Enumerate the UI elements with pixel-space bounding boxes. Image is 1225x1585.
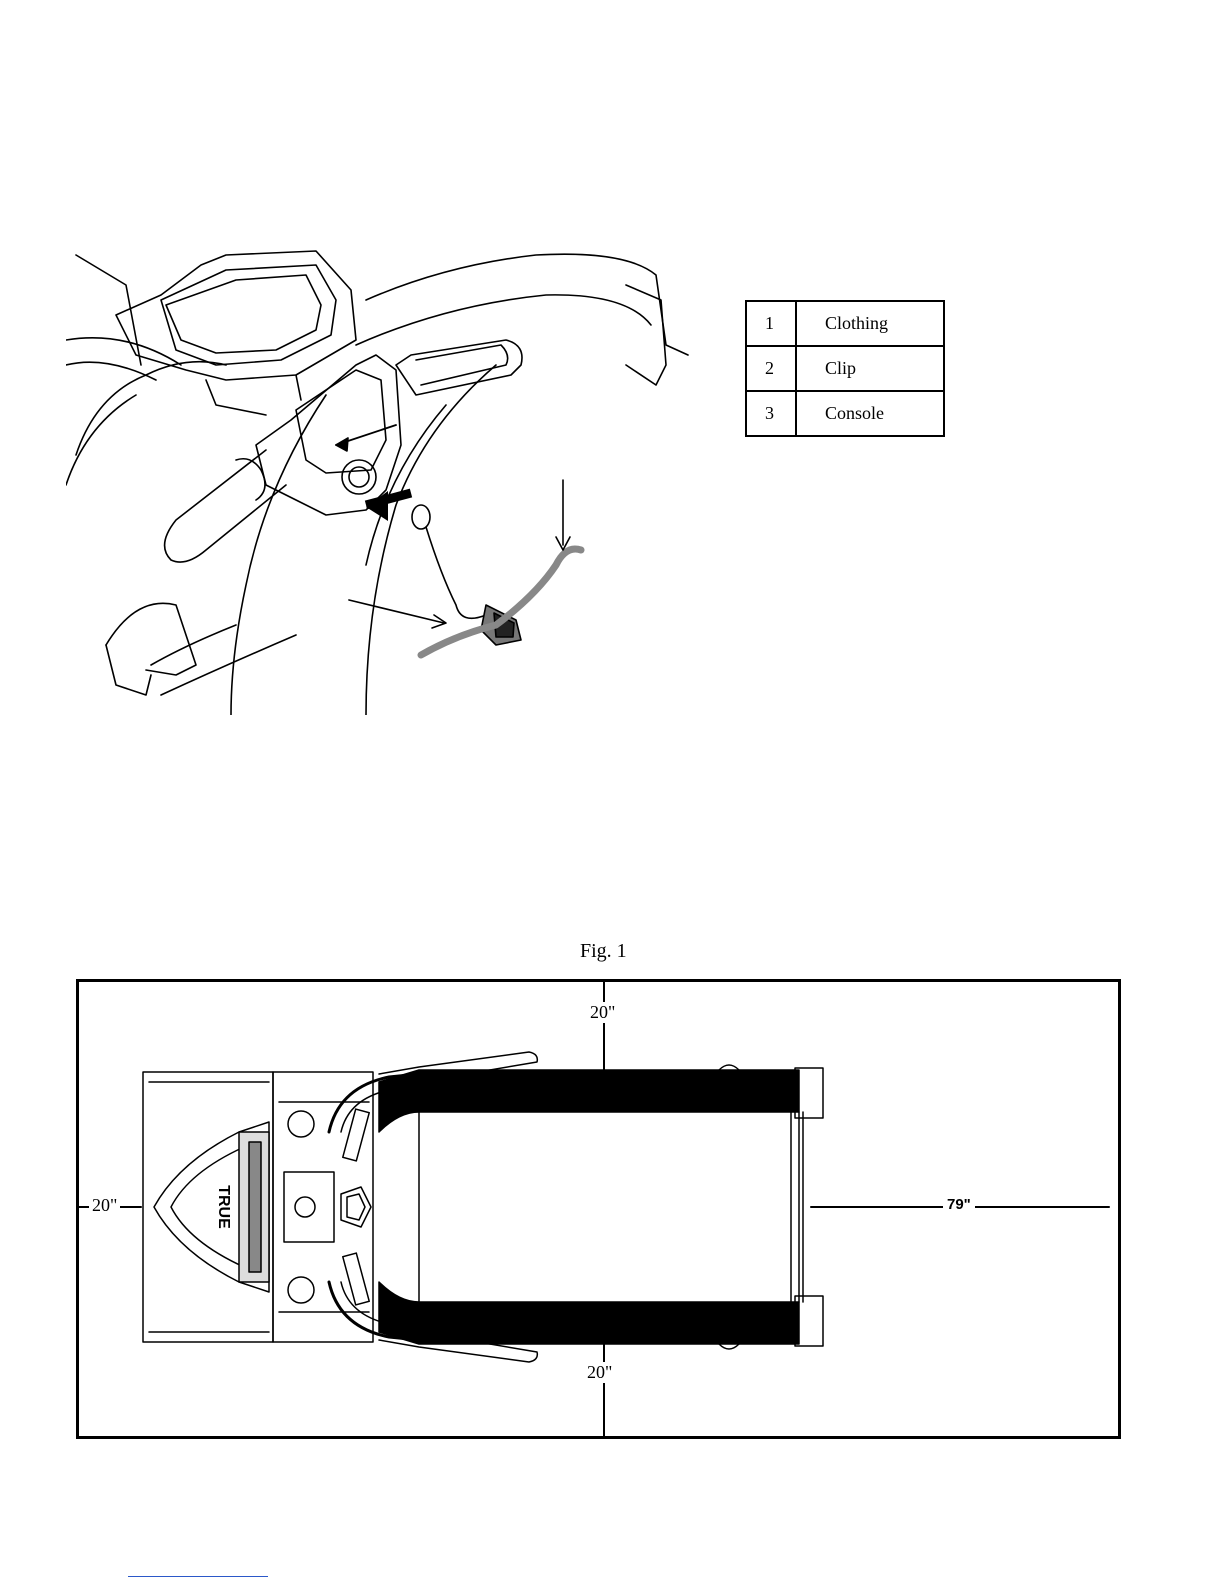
legend-row: 1 Clothing: [746, 301, 944, 346]
legend-number: 1: [746, 301, 796, 346]
dimension-bottom: 20": [584, 1362, 615, 1383]
legend-label: Console: [796, 391, 944, 436]
dimension-left: 20": [89, 1195, 120, 1216]
dimension-top: 20": [587, 1002, 618, 1023]
figure-caption: Fig. 1: [580, 940, 627, 963]
safety-clip-illustration: [66, 245, 698, 715]
legend-number: 3: [746, 391, 796, 436]
legend-label: Clothing: [796, 301, 944, 346]
legend-table: 1 Clothing 2 Clip 3 Console: [745, 300, 945, 437]
dimension-right: 79": [943, 1196, 975, 1213]
brand-logo: TRUE: [215, 1185, 232, 1229]
clearance-figure: TRUE 20" 20" 79" 20": [76, 979, 1121, 1439]
legend-row: 3 Console: [746, 391, 944, 436]
legend-number: 2: [746, 346, 796, 391]
legend-label: Clip: [796, 346, 944, 391]
footer-rule: [128, 1576, 268, 1577]
legend-row: 2 Clip: [746, 346, 944, 391]
